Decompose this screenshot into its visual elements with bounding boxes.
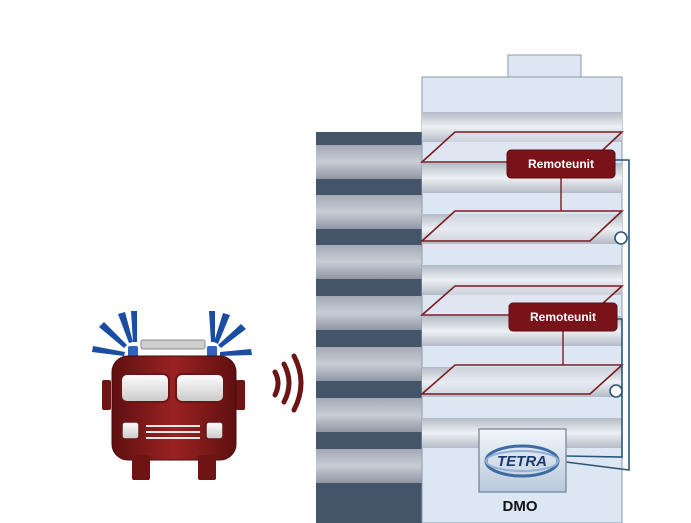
siren-light-icon — [92, 311, 137, 356]
fire-truck-icon — [92, 311, 252, 480]
radio-waves-icon — [272, 353, 304, 413]
back-building — [316, 132, 422, 523]
floor-plane-2 — [419, 210, 625, 242]
floor-plane-4 — [419, 364, 625, 395]
splitter-icon — [609, 384, 623, 398]
siren-light-icon — [209, 311, 252, 356]
remote-unit-label: Remoteunit — [530, 310, 596, 324]
dmo-label: DMO — [503, 498, 538, 515]
splitter-icon — [614, 231, 628, 245]
remote-unit: Remoteunit — [508, 302, 618, 332]
remote-unit: Remoteunit — [506, 149, 616, 179]
remote-unit-label: Remoteunit — [528, 157, 594, 171]
tetra-logo-text: TETRA — [497, 453, 547, 470]
remote-links — [560, 177, 564, 365]
tetra-logo-icon: TETRA — [478, 428, 567, 493]
cable-lines — [565, 159, 630, 471]
